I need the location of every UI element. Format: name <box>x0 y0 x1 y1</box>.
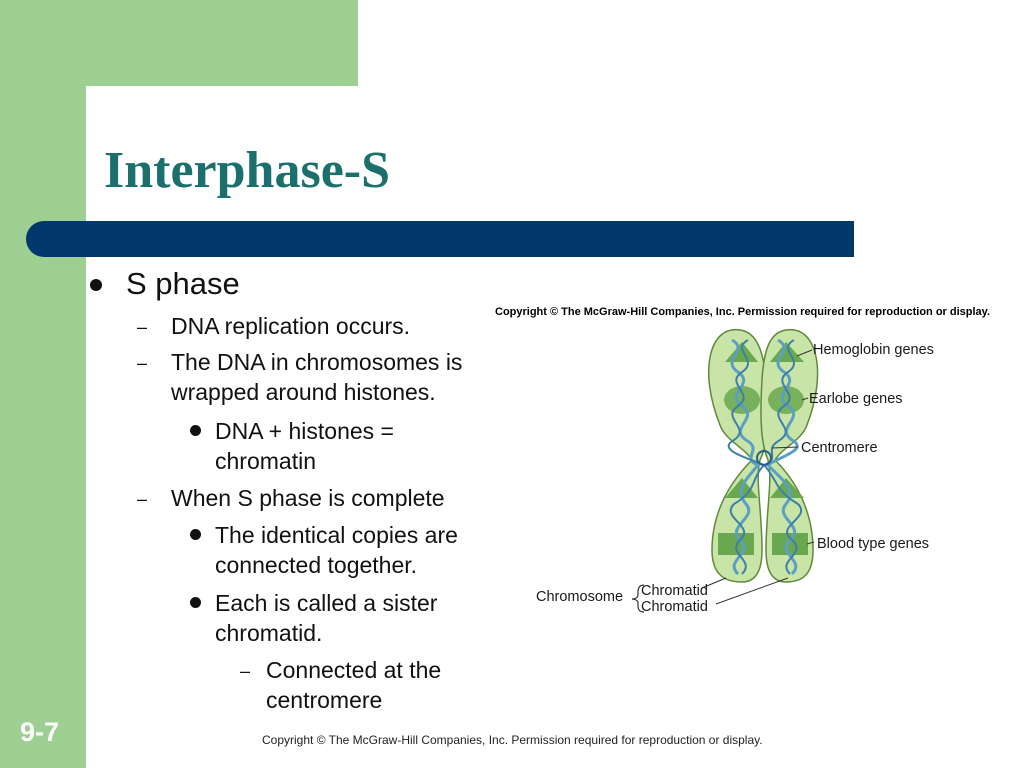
bullet-dot <box>90 279 102 291</box>
label-hemoglobin-genes: Hemoglobin genes <box>813 342 934 358</box>
bullet-dna-replication: DNA replication occurs. <box>171 313 411 339</box>
bullet-dna-wrapped-line1: The DNA in chromosomes is <box>171 349 463 375</box>
bullet-centromere-line2: centromere <box>266 687 383 713</box>
bullet-s-complete: When S phase is complete <box>171 485 445 511</box>
centromere-knot <box>756 450 772 466</box>
dna-helix-right <box>765 338 799 576</box>
earlobe-gene-band-right <box>768 386 804 414</box>
label-centromere: Centromere <box>801 440 878 456</box>
bullet-chromatin-line1: DNA + histones = <box>215 418 394 444</box>
chromosome-brace <box>631 584 645 613</box>
title-underline-bar <box>26 221 854 257</box>
bullet-dash: – <box>240 661 251 681</box>
bullet-s-phase: S phase <box>126 266 240 301</box>
chromosome-diagram: Hemoglobin genes Earlobe genes Centromer… <box>536 329 934 615</box>
bullet-dash: – <box>137 489 148 509</box>
blood-type-gene-band-right <box>772 533 808 555</box>
dna-helix-left-b <box>727 339 766 575</box>
dna-helix-right-b <box>762 339 803 575</box>
dna-helix-left <box>730 338 761 576</box>
bullet-sister-chromatid-line2: chromatid. <box>215 620 323 646</box>
bullet-dash: – <box>137 353 148 373</box>
footer-copyright: Copyright © The McGraw-Hill Companies, I… <box>262 733 763 747</box>
earlobe-gene-band-left <box>724 386 760 414</box>
bullet-centromere-line1: Connected at the <box>266 657 442 683</box>
content-panel <box>86 86 1024 768</box>
bullet-dot <box>190 425 201 436</box>
top-frame-band <box>0 0 358 86</box>
bullet-identical-copies-line1: The identical copies are <box>215 522 458 548</box>
label-chromosome: Chromosome <box>536 589 623 605</box>
bullet-dna-wrapped-line2: wrapped around histones. <box>171 379 436 405</box>
bullet-dot <box>190 597 201 608</box>
bullet-sister-chromatid-line1: Each is called a sister <box>215 590 438 616</box>
label-chromatid-2: Chromatid <box>641 599 708 615</box>
slide-title: Interphase-S <box>104 142 391 199</box>
bullet-dot <box>190 529 201 540</box>
slide-number: 9-7 <box>20 717 60 747</box>
label-earlobe-genes: Earlobe genes <box>809 391 903 407</box>
label-blood-type-genes: Blood type genes <box>817 536 929 552</box>
label-chromatid-1: Chromatid <box>641 583 708 599</box>
bullet-dash: – <box>137 317 148 337</box>
bullet-chromatin-line2: chromatin <box>215 448 316 474</box>
figure-copyright: Copyright © The McGraw-Hill Companies, I… <box>495 306 991 318</box>
bullet-identical-copies-line2: connected together. <box>215 552 418 578</box>
left-frame-band <box>0 0 86 768</box>
